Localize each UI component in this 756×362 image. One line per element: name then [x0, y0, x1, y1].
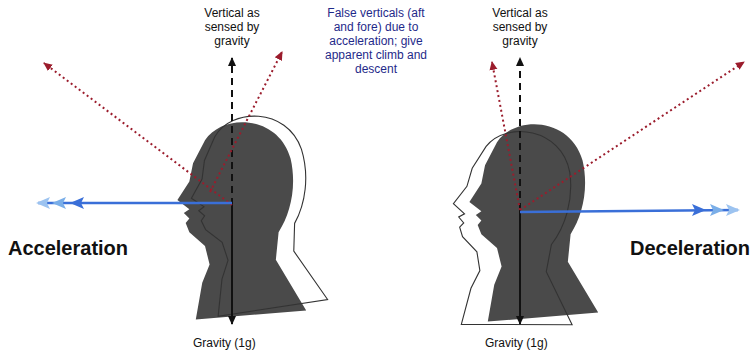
sensed-vertical	[231, 58, 233, 205]
vector-label: Gravity (1g)	[485, 336, 548, 350]
gravity-vector	[519, 210, 521, 324]
note-text: False verticals (aft and fore) due to ac…	[323, 6, 429, 76]
sensed-vertical	[519, 58, 521, 210]
deceleration-vector	[520, 204, 740, 216]
axis-label: Vertical as sensed by gravity	[195, 6, 269, 48]
axis-label: Vertical as sensed by gravity	[483, 6, 557, 48]
vector-label: Gravity (1g)	[193, 336, 256, 350]
false-vertical	[492, 62, 520, 210]
false-vertical	[520, 62, 744, 210]
false-vertical	[44, 63, 232, 205]
acceleration-vector	[36, 197, 232, 209]
false-vertical	[210, 52, 282, 192]
head-acceleration	[177, 112, 328, 320]
condition-label: Acceleration	[8, 236, 128, 260]
condition-label: Deceleration	[630, 236, 750, 260]
gravity-vector	[231, 205, 233, 324]
